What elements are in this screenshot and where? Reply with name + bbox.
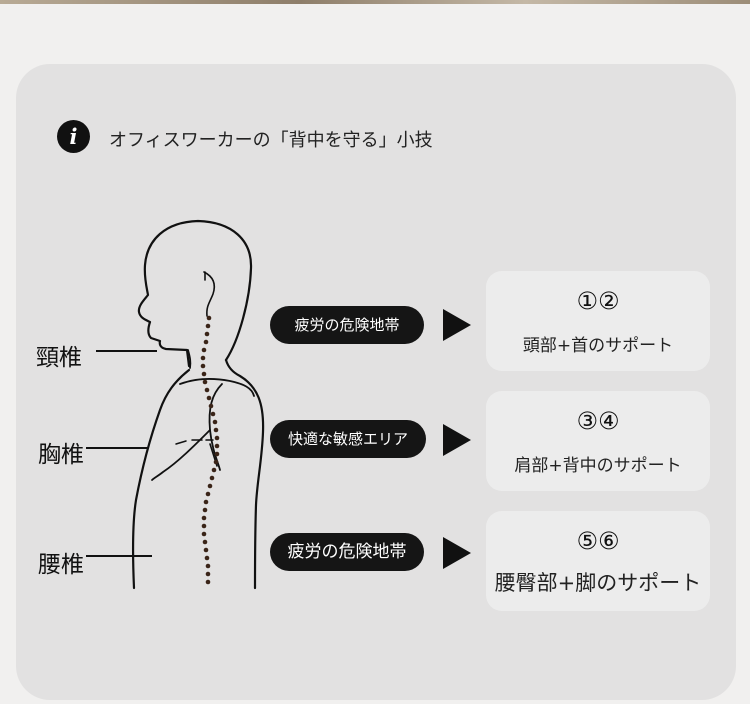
- arrow-right-icon: [443, 309, 471, 341]
- arrow-right-icon: [443, 537, 471, 569]
- support-numbers: ⑤⑥: [576, 527, 620, 555]
- spine-dots: [200, 315, 220, 585]
- arrow-right-icon: [443, 424, 471, 456]
- back-outline: [224, 358, 265, 590]
- zone-tag-1: 疲労の危険地帯: [270, 306, 424, 344]
- arm-outline: [208, 383, 223, 471]
- head-outline: [137, 219, 253, 368]
- label-lumbar: 腰椎: [38, 552, 84, 578]
- ear-outline: [203, 271, 216, 317]
- card-title: オフィスワーカーの「背中を守る」小技: [109, 130, 433, 151]
- zone-tag-2: 快適な敏感エリア: [270, 420, 426, 458]
- support-numbers: ③④: [576, 407, 620, 435]
- zone-tag-3: 疲労の危険地帯: [270, 533, 424, 571]
- label-cervical: 頸椎: [36, 345, 82, 371]
- label-thoracic: 胸椎: [38, 442, 84, 468]
- top-image-strip: [0, 0, 750, 4]
- support-box-3: ⑤⑥ 腰臀部+脚のサポート: [486, 511, 710, 611]
- support-box-2: ③④ 肩部+背中のサポート: [486, 391, 710, 491]
- support-description: 頭部+首のサポート: [522, 336, 674, 356]
- support-description: 肩部+背中のサポート: [514, 456, 682, 476]
- chest-outline: [132, 368, 191, 590]
- support-numbers: ①②: [576, 287, 620, 315]
- info-icon: i: [57, 120, 90, 153]
- support-box-1: ①② 頭部+首のサポート: [486, 271, 710, 371]
- support-description: 腰臀部+脚のサポート: [494, 571, 702, 595]
